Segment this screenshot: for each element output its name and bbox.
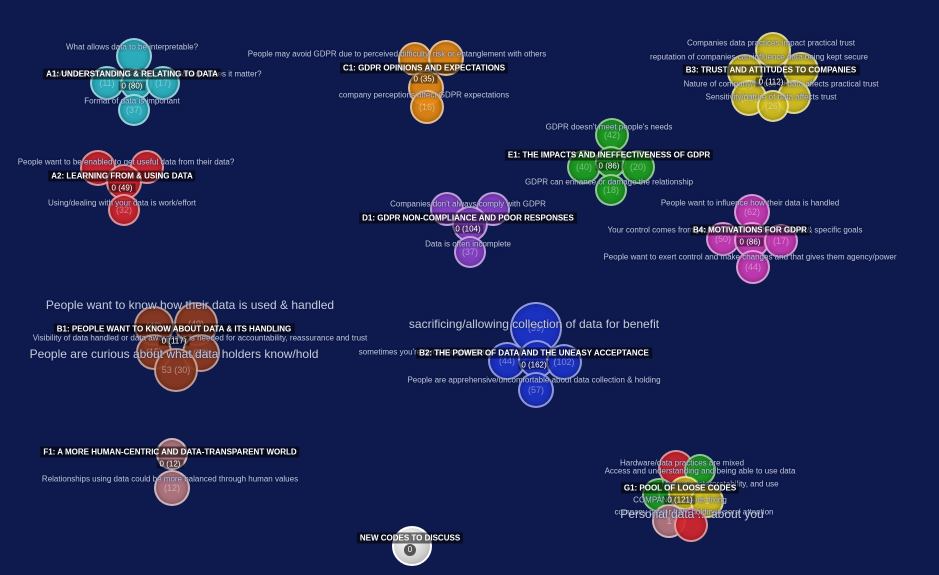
bubble-mark: (18) [602, 185, 619, 195]
code-bubble[interactable]: (44) [736, 250, 770, 284]
bubble-mark: (42) [603, 130, 620, 140]
code-text[interactable]: Nature of company/its use of data affect… [683, 79, 879, 89]
bubble-mark: (62) [743, 207, 760, 217]
category-count: 0 (49) [108, 183, 136, 193]
bubble-mark: (39) [527, 323, 544, 333]
code-text[interactable]: sacrificing/allowing collection of data … [408, 317, 660, 331]
category-count: 0 (86) [736, 237, 764, 247]
category-count: 0 (117) [158, 336, 190, 346]
code-text[interactable]: People want to exert control and make ch… [603, 252, 897, 262]
bubble-mark: (37) [461, 247, 478, 257]
bubble-mark: (33) [192, 348, 209, 358]
bubble-mark: (12) [163, 483, 180, 493]
bubble-mark: 1 [704, 496, 710, 506]
category-label[interactable]: A1: UNDERSTANDING & RELATING TO DATA [43, 68, 221, 80]
code-bubble[interactable]: (57) [518, 372, 554, 408]
code-text[interactable]: Hardware/data practices are mixed [619, 458, 745, 468]
code-bubble[interactable]: (26) [757, 90, 789, 122]
code-text[interactable]: People want to influence how their data … [660, 198, 840, 208]
category-label[interactable]: F1: A MORE HUMAN-CENTRIC AND DATA-TRANSP… [40, 446, 300, 458]
bubble-mark: (50) [714, 234, 731, 244]
code-bubble[interactable]: (32) [108, 194, 140, 226]
bubble-mark: (22) [740, 93, 757, 103]
bubble-mark: 1 [666, 516, 672, 526]
bubble-mark: (16) [418, 102, 435, 112]
code-bubble[interactable]: 53 (30) [154, 348, 198, 392]
bubble-mark: (44) [498, 356, 515, 366]
bubble-mark: (26) [764, 101, 781, 111]
new-codes-label[interactable]: NEW CODES TO DISCUSS [356, 532, 464, 544]
code-text[interactable]: Visibility of data handled or data aware… [32, 333, 368, 343]
category-label[interactable]: B1: PEOPLE WANT TO KNOW ABOUT DATA & ITS… [53, 323, 295, 335]
code-bubble[interactable]: (37) [454, 236, 486, 268]
bubble-mark: 53 (30) [161, 365, 191, 375]
category-label[interactable]: A2: LEARNING FROM & USING DATA [48, 170, 196, 182]
code-text[interactable]: People may avoid GDPR due to perceived d… [247, 49, 547, 59]
category-label[interactable]: B3: TRUST AND ATTITUDES TO COMPANIES [682, 64, 860, 76]
code-bubble[interactable]: (18) [595, 174, 627, 206]
code-text[interactable]: Access and understanding and being able … [604, 466, 796, 476]
category-count: 0 (121) [664, 495, 696, 505]
bubble-mark: (17) [154, 78, 171, 88]
code-text[interactable]: GDPR can enhance or damage the relations… [524, 177, 694, 187]
code-text[interactable]: company power from holding users' attent… [614, 507, 774, 517]
category-count: 0 (35) [410, 74, 438, 84]
bubble-mark: (11) [99, 78, 115, 88]
code-text[interactable]: COMPANY/... needs fixing [633, 495, 727, 505]
category-label[interactable]: G1: POOL OF LOOSE CODES [620, 482, 740, 494]
code-text[interactable]: Data is often incomplete [425, 239, 511, 249]
bubble-mark: (20) [629, 162, 646, 172]
bubble-mark: (102) [553, 357, 575, 367]
category-count: 0 (104) [452, 224, 484, 234]
bubble-mark: (17) [772, 236, 789, 246]
code-text[interactable]: People are curious about what data holde… [29, 347, 319, 361]
code-bubble[interactable]: (37) [118, 94, 150, 126]
code-text[interactable]: Using/dealing with your data is work/eff… [48, 198, 196, 208]
category-count: 0 (80) [118, 81, 146, 91]
bubble-mark: (37) [125, 105, 142, 115]
category-label[interactable]: E1: THE IMPACTS AND INEFFECTIVENESS OF G… [504, 149, 714, 161]
category-count: 0 (112) [755, 77, 787, 87]
code-text[interactable]: People want to know how their data is us… [45, 298, 335, 312]
code-text[interactable]: Relationships using data could be more b… [41, 474, 299, 484]
category-label[interactable]: D1: GDPR NON-COMPLIANCE AND POOR RESPONS… [359, 212, 577, 224]
code-text[interactable]: GDPR doesn't meet people's needs [545, 122, 673, 132]
bubble-mark: (15) [127, 79, 144, 89]
code-bubble[interactable]: (12) [154, 470, 190, 506]
category-label[interactable]: C1: GDPR OPINIONS AND EXPECTATIONS [339, 62, 509, 74]
category-count: 0 (86) [595, 161, 623, 171]
code-text[interactable]: company perceptions affect GDPR expectat… [338, 90, 510, 100]
code-text[interactable]: People are apprehensive/uncomfortable ab… [407, 375, 661, 385]
category-label[interactable]: B2: THE POWER OF DATA AND THE UNEASY ACC… [416, 347, 652, 359]
bubble-mark: (15) [145, 347, 162, 357]
code-text[interactable]: What allows data to be interpretable? [65, 42, 199, 52]
code-bubble[interactable]: (16) [410, 90, 444, 124]
code-text[interactable]: reputation of companies can influence da… [650, 52, 868, 62]
category-count: 0 (12) [156, 459, 184, 469]
bubble-mark: (40) [575, 162, 592, 172]
code-text[interactable]: Companies don't always comply with GDPR [390, 199, 546, 209]
code-text[interactable]: Personal data ... about you [620, 507, 764, 521]
code-text[interactable]: People want to be enabled to get useful … [17, 157, 235, 167]
code-bubble[interactable] [674, 508, 708, 542]
category-label[interactable]: B4: MOTIVATIONS FOR GDPR [690, 224, 810, 236]
category-count: 0 (162) [518, 360, 550, 370]
code-text[interactable]: Sensitivity/nature of data affects trust [705, 92, 837, 102]
code-text[interactable]: Format of data is important [84, 96, 180, 106]
new-codes-count: 0 [404, 544, 416, 556]
bubble-mark: 1 [656, 490, 662, 500]
code-text[interactable]: Companies data practices impact practica… [686, 38, 856, 48]
bubble-mark: (44) [744, 262, 761, 272]
bubble-mark: (32) [115, 205, 132, 215]
bubble-mark: (57) [527, 385, 544, 395]
